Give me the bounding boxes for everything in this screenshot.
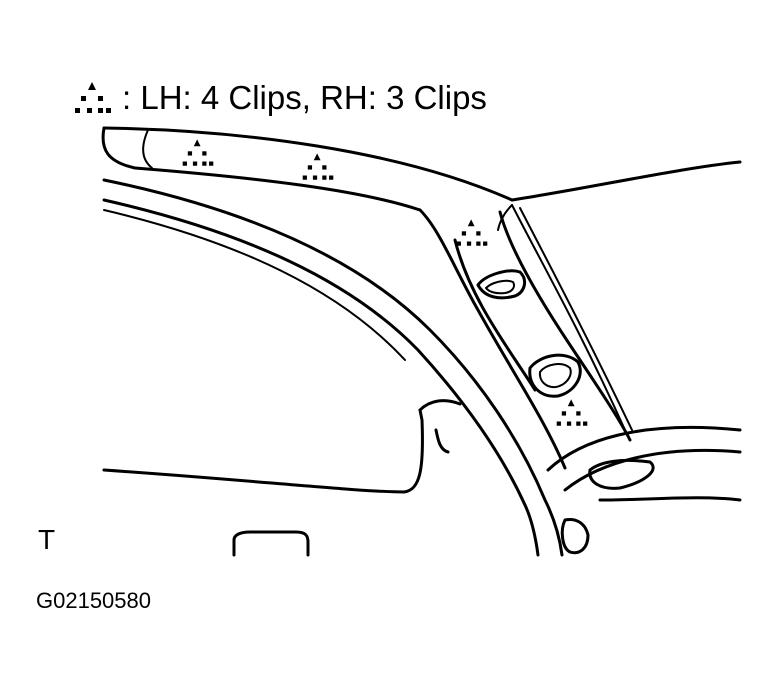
clip-hole-lower (528, 353, 582, 398)
legend-text: : LH: 4 Clips, RH: 3 Clips (122, 79, 487, 116)
door-window-frame (102, 178, 564, 557)
clip-marker-roof-2 (302, 153, 334, 180)
roof-side-rail-garnish (101, 126, 514, 212)
clip-marker-pillar-lower (556, 399, 588, 426)
front-pillar-garnish (418, 204, 633, 470)
figure-code: G02150580 (36, 588, 151, 613)
steering-wheel (546, 425, 742, 555)
dotted-triangle-clip-icon (75, 82, 111, 113)
view-marker: T (38, 524, 56, 555)
clip-marker-pillar-upper (456, 219, 488, 246)
clip-legend: : LH: 4 Clips, RH: 3 Clips (70, 74, 487, 122)
clip-marker-roof-1 (182, 139, 214, 166)
clip-hole-upper (476, 269, 527, 300)
roof-edge (497, 160, 742, 231)
